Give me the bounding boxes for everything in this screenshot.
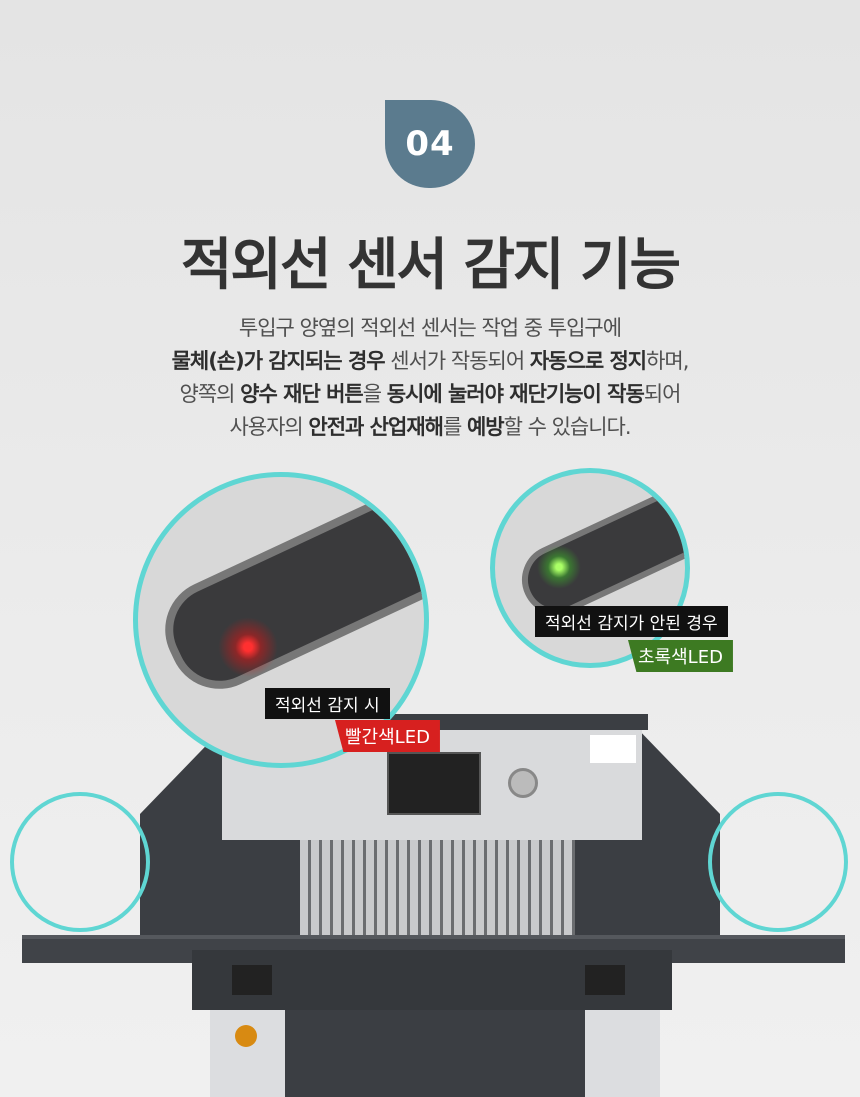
description-text: 을 xyxy=(362,382,387,406)
description-text: 사용자의 xyxy=(229,415,309,439)
description-line: 사용자의 안전과 산업재해를 예방할 수 있습니다. xyxy=(0,411,860,444)
red-led-icon xyxy=(218,617,278,677)
zoom-circle-green-sensor xyxy=(490,468,690,668)
description-emphasis: 양수 재단 버튼 xyxy=(240,382,364,406)
description-text: 를 xyxy=(442,415,467,439)
step-badge: 04 xyxy=(385,100,475,188)
page-title: 적외선 센서 감지 기능 xyxy=(180,233,681,298)
description-text: 되어 xyxy=(643,382,682,406)
label-not-detected: 적외선 감지가 안된 경우 xyxy=(535,606,728,637)
label-green-led: 초록색LED xyxy=(628,640,733,672)
green-led-icon xyxy=(537,545,581,589)
description-emphasis: 안전과 산업재해 xyxy=(308,415,444,439)
description-line: 물체(손)가 감지되는 경우 센서가 작동되어 자동으로 정지하며, xyxy=(0,345,860,378)
description-line: 투입구 양옆의 적외선 센서는 작업 중 투입구에 xyxy=(0,312,860,345)
description-emphasis: 예방 xyxy=(466,415,505,439)
label-red-led: 빨간색LED xyxy=(335,720,440,752)
label-detected: 적외선 감지 시 xyxy=(265,688,390,719)
description-text: 센서가 작동되어 xyxy=(384,349,530,373)
description-text: 투입구 양옆의 적외선 센서는 작업 중 투입구에 xyxy=(238,316,622,340)
description-text: 하며, xyxy=(646,349,689,373)
zoom-circle-right-button xyxy=(708,792,848,932)
description-emphasis: 자동으로 정지 xyxy=(529,349,647,373)
zoom-circle-left-button xyxy=(10,792,150,932)
description-emphasis: 동시에 눌러야 재단기능이 작동 xyxy=(386,382,645,406)
description-line: 양쪽의 양수 재단 버튼을 동시에 눌러야 재단기능이 작동되어 xyxy=(0,378,860,411)
description-text: 할 수 있습니다. xyxy=(503,415,632,439)
description-text: 양쪽의 xyxy=(179,382,241,406)
description-emphasis: 물체(손)가 감지되는 경우 xyxy=(171,349,386,373)
